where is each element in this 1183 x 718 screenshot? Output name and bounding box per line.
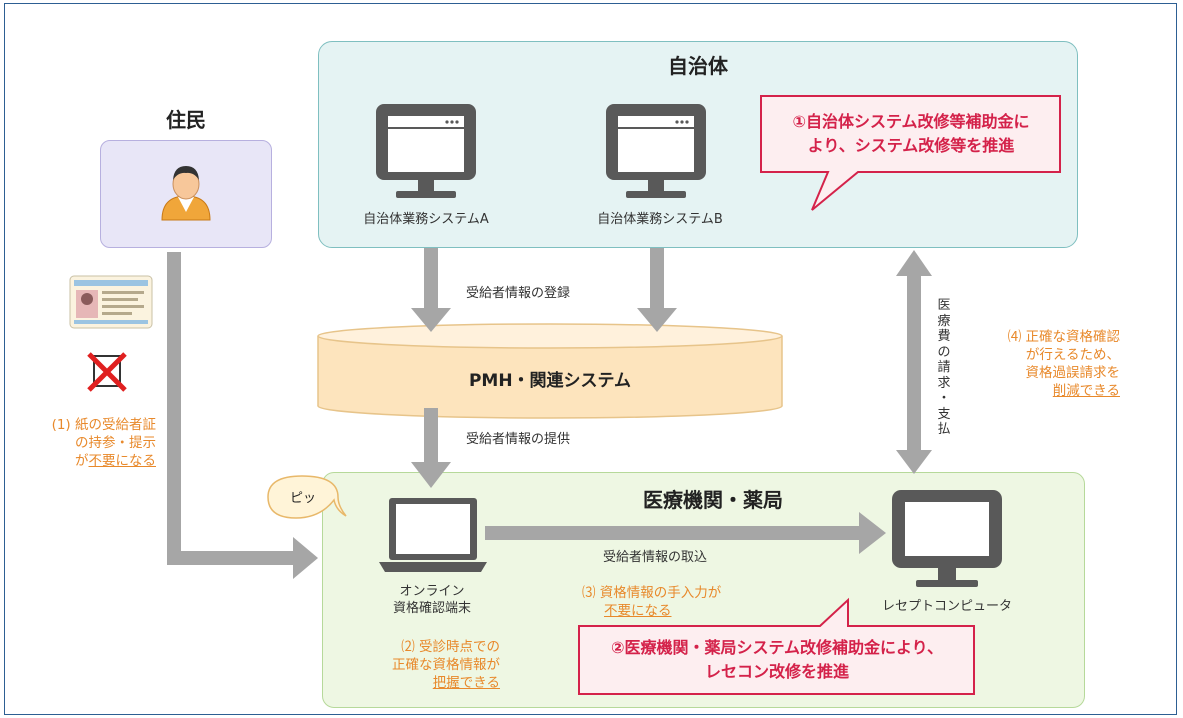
billing-char: 求 bbox=[937, 375, 951, 391]
database-label: PMH・関連システム bbox=[468, 371, 632, 391]
billing-char: 払 bbox=[937, 422, 951, 437]
billing-char: 支 bbox=[937, 406, 951, 422]
note-2-line1: ⑵ 受診時点での bbox=[401, 639, 500, 655]
callout-2-line2: レセコン改修を推進 bbox=[704, 662, 849, 681]
insurance-card-icon bbox=[69, 275, 153, 329]
system-a-label: 自治体業務システムA bbox=[363, 212, 489, 227]
note-1-line3-prefix: が bbox=[75, 453, 89, 469]
import-arrow bbox=[485, 512, 886, 554]
prohibited-icon bbox=[87, 352, 127, 392]
billing-char: ・ bbox=[937, 391, 951, 406]
billing-arrow bbox=[896, 250, 932, 474]
callout-2-shape bbox=[578, 597, 975, 695]
billing-char: 請 bbox=[937, 360, 951, 375]
receipt-computer-monitor-icon bbox=[892, 490, 1002, 587]
resident-arrow bbox=[167, 252, 318, 579]
note-4-line1: ⑷ 正確な資格確認 bbox=[1007, 329, 1120, 345]
callout-2-line1: ②医療機関・薬局システム改修補助金により、 bbox=[610, 638, 944, 657]
billing-char: 費 bbox=[937, 329, 951, 344]
callout-1-text: ①自治体システム改修等補助金に より、システム改修等を推進 bbox=[766, 110, 1056, 158]
note-1: (1) 紙の受給者証 の持参・提示 が不要になる bbox=[30, 416, 156, 470]
note-3-line2-underlined: 不要になる bbox=[604, 603, 672, 619]
medical-title: 医療機関・薬局 bbox=[643, 488, 783, 512]
provide-flow-label: 受給者情報の提供 bbox=[466, 432, 571, 447]
beep-text: ピッ bbox=[289, 491, 316, 506]
system-b-label: 自治体業務システムB bbox=[597, 212, 723, 227]
terminal-label: オンライン 資格確認端末 bbox=[352, 583, 512, 617]
note-2-line2: 正確な資格情報が bbox=[392, 657, 500, 673]
note-4-line2: が行えるため、 bbox=[1025, 347, 1120, 363]
figure-frame bbox=[4, 3, 1177, 715]
register-arrows bbox=[411, 248, 677, 332]
callout-2-text: ②医療機関・薬局システム改修補助金により、 レセコン改修を推進 bbox=[584, 636, 970, 684]
billing-char: 療 bbox=[937, 313, 951, 329]
note-2-line3-underlined: 把握できる bbox=[432, 675, 500, 691]
system-b-monitor-icon bbox=[606, 104, 706, 198]
billing-flow-label: 医 療 費 の 請 求 ・ 支 払 bbox=[936, 298, 952, 438]
note-3: ⑶ 資格情報の手入力が 不要になる bbox=[582, 584, 772, 620]
pmh-database bbox=[317, 323, 783, 419]
municipality-title: 自治体 bbox=[668, 54, 728, 78]
billing-char: 医 bbox=[937, 298, 951, 313]
note-1-line2: の持参・提示 bbox=[75, 435, 156, 451]
billing-char: の bbox=[937, 344, 951, 360]
terminal-label-line1: オンライン bbox=[399, 584, 465, 599]
import-flow-label: 受給者情報の取込 bbox=[603, 550, 708, 565]
system-a-monitor-icon bbox=[376, 104, 476, 198]
resident-person-icon bbox=[161, 166, 211, 221]
laptop-terminal-icon bbox=[379, 498, 487, 572]
note-4-line3: 資格過誤請求を bbox=[1025, 365, 1121, 381]
terminal-label-line2: 資格確認端末 bbox=[392, 601, 471, 616]
note-1-line1: (1) 紙の受給者証 bbox=[51, 417, 156, 433]
resident-title: 住民 bbox=[166, 108, 206, 132]
note-3-line1: ⑶ 資格情報の手入力が bbox=[582, 585, 722, 601]
beep-bubble bbox=[267, 475, 347, 519]
callout-1-line1: ①自治体システム改修等補助金に bbox=[792, 112, 1030, 131]
note-1-line3-underlined: 不要になる bbox=[88, 453, 157, 469]
provide-arrow bbox=[411, 408, 451, 488]
receipt-computer-label: レセプトコンピュータ bbox=[881, 599, 1012, 614]
note-2: ⑵ 受診時点での 正確な資格情報が 把握できる bbox=[340, 638, 500, 692]
callout-1-shape bbox=[760, 95, 1061, 211]
note-4: ⑷ 正確な資格確認 が行えるため、 資格過誤請求を 削減できる bbox=[980, 328, 1120, 400]
callout-1-line2: より、システム改修等を推進 bbox=[807, 136, 1015, 155]
note-4-line4-underlined: 削減できる bbox=[1052, 383, 1120, 399]
register-flow-label: 受給者情報の登録 bbox=[466, 286, 571, 301]
